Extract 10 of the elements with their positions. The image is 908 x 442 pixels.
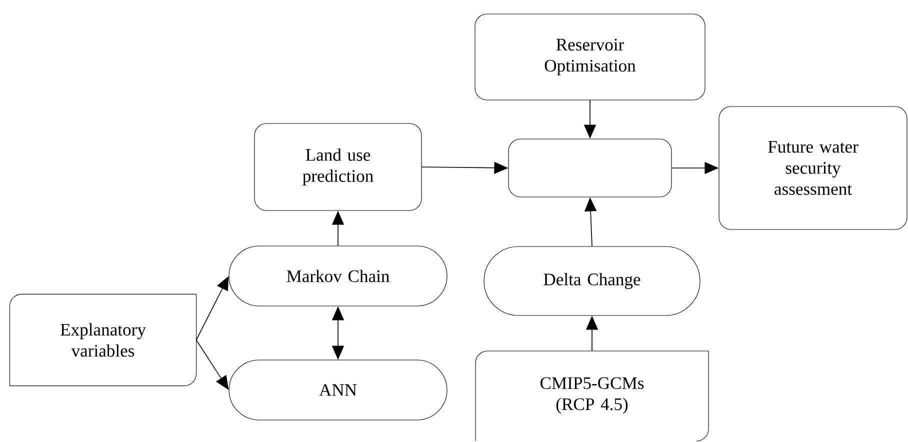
input-box: Explanatory variables — [9, 294, 197, 386]
process-stadium: Markov Chain — [228, 246, 448, 306]
process-box: Land use prediction — [254, 123, 422, 211]
arrow — [196, 340, 229, 390]
process-box — [508, 138, 672, 198]
process-stadium: Delta Change — [484, 246, 700, 316]
process-stadium: ANN — [228, 360, 448, 420]
process-box: Reservoir Optimisation — [474, 14, 706, 100]
input-box: CMIP5-GCMs (RCP 4.5) — [475, 350, 709, 442]
output-box: Future water security assessment — [718, 106, 908, 230]
